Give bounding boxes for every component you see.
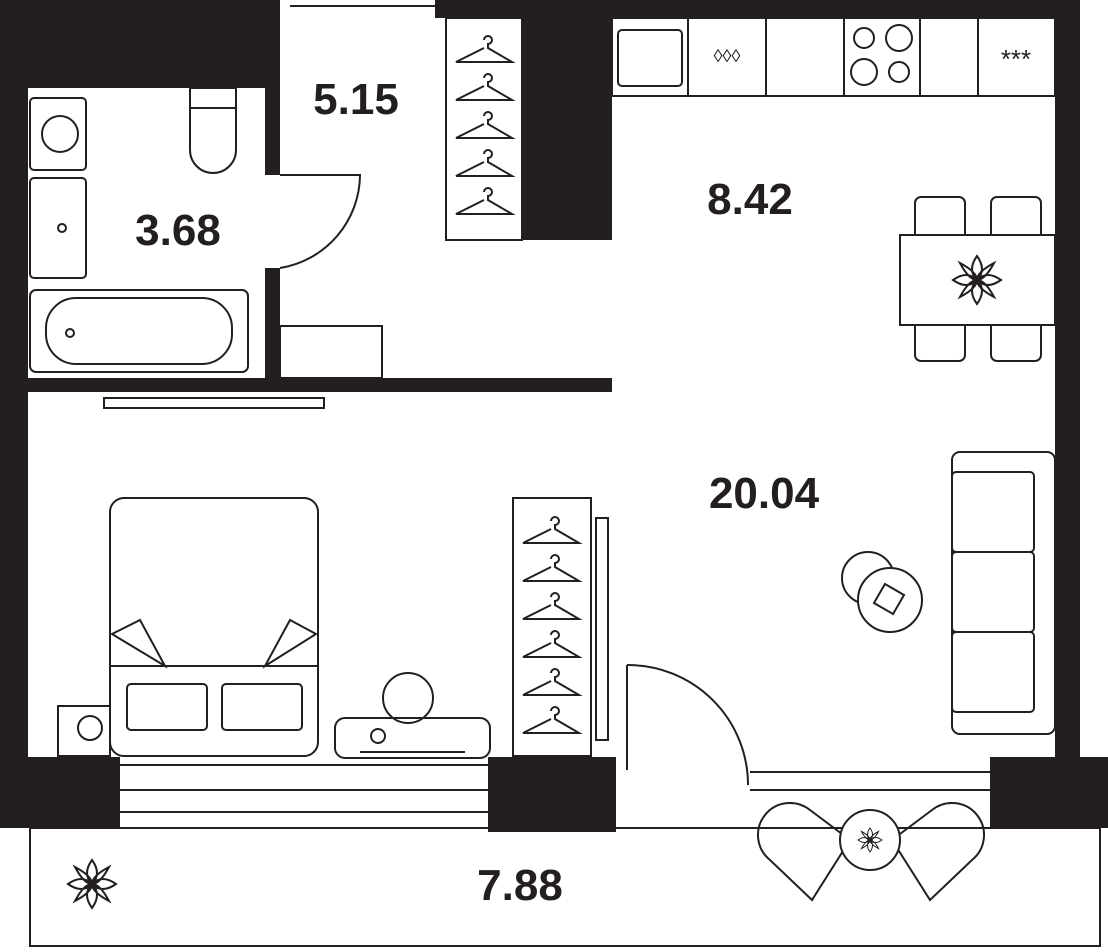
balcony-furniture	[67, 802, 985, 909]
room-area-bathroom: 3.68	[135, 206, 221, 255]
bathroom-fixtures	[29, 87, 383, 379]
toilet-icon	[189, 87, 237, 109]
balcony-door[interactable]	[626, 663, 749, 786]
sink-icon	[29, 177, 87, 279]
hallway-wardrobe	[445, 17, 523, 241]
room-area-balcony: 7.88	[477, 861, 563, 910]
coffee-table	[841, 551, 923, 633]
bed	[57, 497, 319, 757]
sofa	[951, 451, 1056, 735]
bedroom-wardrobe	[512, 497, 609, 757]
walls	[0, 0, 1108, 832]
fridge-marker: ***	[1001, 44, 1031, 74]
desk	[334, 672, 491, 759]
room-area-hallway: 5.15	[313, 75, 399, 124]
windows	[103, 397, 1000, 813]
nightstand	[57, 705, 111, 757]
bathroom-door[interactable]	[279, 174, 362, 269]
room-area-kitchen: 8.42	[707, 175, 793, 224]
dishwasher-icon: ◊◊◊	[714, 46, 741, 66]
kitchen-counter: ◊◊◊ ***	[611, 17, 1056, 97]
bathtub-icon	[29, 289, 249, 373]
washing-machine-icon	[29, 97, 87, 171]
kitchen-sink-icon	[617, 29, 683, 87]
shoe-cabinet	[279, 325, 383, 379]
room-area-living-room: 20.04	[709, 469, 820, 518]
balcony-outline	[29, 827, 1101, 947]
dining-table	[899, 196, 1056, 362]
